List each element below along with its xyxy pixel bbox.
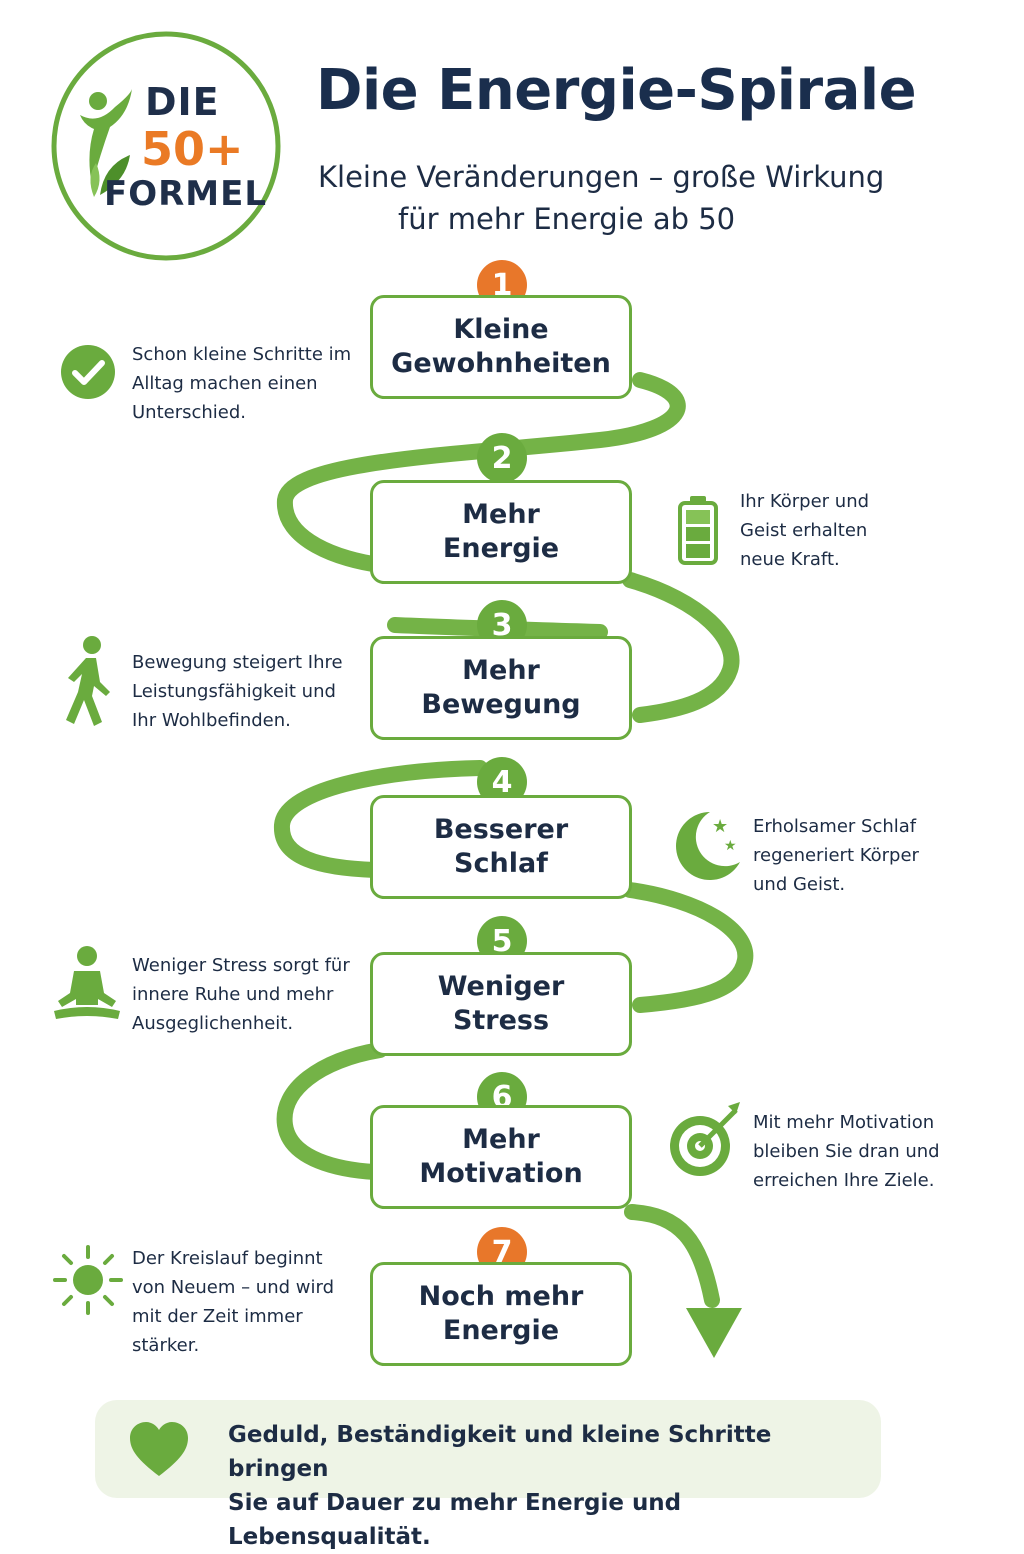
subtitle-line-2: für mehr Energie ab 50 [398, 202, 736, 236]
step-3-line-2: Bewegung [421, 689, 581, 720]
note-cycle: Der Kreislauf beginnt von Neuem – und wi… [132, 1248, 334, 1356]
step-badge-2: 2 [477, 433, 527, 483]
footer-text: Geduld, Beständigkeit und kleine Schritt… [228, 1418, 848, 1554]
step-7-line-2: Energie [442, 1315, 560, 1346]
logo-ring [51, 31, 281, 261]
check-circle-icon [61, 345, 115, 399]
battery-icon [678, 496, 718, 565]
step-6-line-1: Mehr [462, 1124, 540, 1155]
logo-text-50plus: 50+ [141, 122, 244, 176]
target-icon [670, 1102, 740, 1176]
sun-icon [53, 1245, 123, 1315]
svg-text:★: ★ [712, 816, 728, 837]
footer-banner [95, 1400, 881, 1498]
meditation-icon [54, 946, 120, 1019]
page-subtitle: Kleine Veränderungen – große Wirkung für… [318, 156, 898, 240]
logo-figure-icon [80, 89, 132, 197]
moon-stars-icon: ★ ★ [676, 812, 740, 880]
step-3-line-1: Mehr [462, 655, 540, 686]
step-5-line-2: Stress [452, 1005, 550, 1036]
step-1-line-1: Kleine [453, 314, 549, 345]
note-stress: Weniger Stress sorgt für innere Ruhe und… [132, 955, 350, 1034]
note-small-steps: Schon kleine Schritte im Alltag machen e… [132, 344, 352, 423]
step-5-line-1: Weniger [437, 971, 565, 1002]
note-energy: Ihr Körper und Geist erhalten neue Kraft… [740, 491, 870, 570]
step-4-line-2: Schlaf [454, 848, 548, 879]
logo-text-formel: FORMEL [104, 174, 268, 214]
heart-icon [130, 1422, 188, 1476]
step-7-line-1: Noch mehr [418, 1281, 584, 1312]
footer-line-1: Geduld, Beständigkeit und kleine Schritt… [228, 1422, 772, 1482]
svg-text:★: ★ [724, 838, 737, 854]
step-4-line-1: Besserer [433, 814, 569, 845]
note-movement: Bewegung steigert Ihre Leistungsfähigkei… [132, 652, 343, 731]
footer-line-2: Sie auf Dauer zu mehr Energie und Lebens… [228, 1490, 682, 1550]
note-motivation: Mit mehr Motivation bleiben Sie dran und… [753, 1112, 940, 1191]
page-title: Die Energie-Spirale [316, 58, 917, 123]
logo-text-die: DIE [145, 80, 220, 124]
step-2-line-1: Mehr [462, 499, 540, 530]
step-2-line-2: Energie [442, 533, 560, 564]
walking-person-icon [66, 636, 110, 726]
step-1-line-2: Gewohnheiten [391, 348, 611, 379]
note-sleep: Erholsamer Schlaf regeneriert Körper und… [753, 816, 919, 895]
step-6-line-2: Motivation [419, 1158, 583, 1189]
subtitle-line-1: Kleine Veränderungen – große Wirkung [318, 160, 885, 194]
